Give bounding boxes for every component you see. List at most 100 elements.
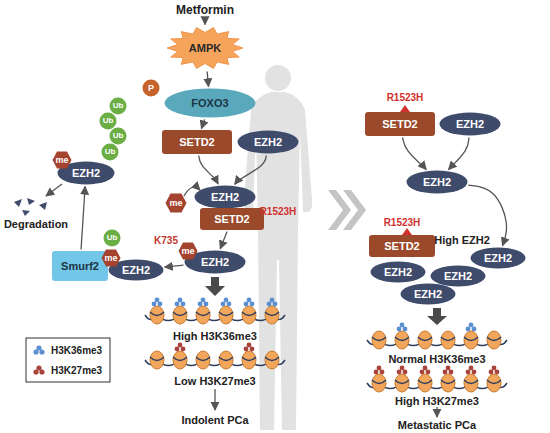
ubiquitin-circle-fill (104, 230, 121, 247)
node-text: Ub (107, 234, 118, 242)
protein-ellipse-fill (195, 186, 256, 209)
transcription-factor-fill (165, 89, 256, 118)
pathway-arrow (207, 71, 208, 86)
methyl-hexagon: me (101, 249, 121, 267)
protein-ellipse-fill (238, 131, 299, 154)
mutation-label: R1523H (387, 93, 424, 103)
state-label: High H3K36me3 (173, 331, 257, 342)
node-text: SETD2 (214, 214, 249, 225)
swatch-dot (39, 369, 44, 374)
methyl-hexagon: me (178, 242, 198, 260)
node-text-group: Ub (101, 143, 119, 161)
h3k27-mark (374, 366, 385, 375)
protein-ellipse-fill (371, 262, 426, 283)
node-text: me (55, 156, 68, 165)
chevron (343, 190, 366, 230)
ubiquitin-circle: Ub (101, 143, 119, 161)
chromatin-row (145, 306, 285, 324)
state-label: High H3K27me3 (395, 396, 479, 407)
node-text: EZH2 (414, 289, 442, 300)
node-text: Ub (105, 148, 116, 156)
pathway-arrow (199, 155, 218, 183)
node-text: EZH2 (456, 119, 484, 130)
protein-ellipse-fill (401, 284, 456, 305)
methyl-hexagon: me (52, 151, 72, 169)
h3k27-mark (443, 366, 454, 375)
h3k27-mark (175, 343, 186, 352)
node-text: EZH2 (384, 267, 412, 278)
protein-ellipse-fill (431, 266, 486, 287)
node-text-group: SETD2 (162, 130, 232, 154)
kinase-burst-fill (167, 28, 243, 69)
node-text-group: me (178, 242, 198, 260)
node-text-group: EZH2 (439, 112, 501, 136)
h3k36-mark (175, 298, 186, 307)
node-text: Ub (113, 132, 124, 140)
node-text: EZH2 (211, 192, 239, 203)
ubiquitin-circle-fill (110, 128, 127, 145)
ubiquitin-circle-fill (102, 144, 119, 161)
protein-box: SETD2 (369, 235, 435, 257)
ubiquitin-circle: Ub (99, 112, 117, 130)
outcome-arrow (436, 407, 437, 417)
protein-box: SETD2 (200, 208, 264, 230)
node-text-group: SETD2 (365, 112, 435, 136)
h3k36-mark (198, 298, 209, 307)
transcription-factor: FOXO3 (164, 88, 256, 118)
node-text: Metformin (176, 4, 234, 16)
node-text: SETD2 (382, 119, 417, 130)
node-text: EZH2 (254, 137, 282, 148)
protein-ellipse-fill (471, 248, 526, 269)
ubiquitin-circle-fill (110, 98, 127, 115)
h3k27-mark (466, 366, 477, 375)
pathway-arrow (220, 231, 227, 248)
node-text-group: Smurf2 (52, 251, 108, 281)
node-text-group: AMPK (166, 26, 244, 70)
h3k27-mark (397, 366, 408, 375)
pathway-arrow (201, 119, 204, 128)
state-label: Normal H3K36me3 (388, 354, 485, 365)
h3k36-mark (267, 298, 278, 307)
node-text-group: Ub (103, 229, 121, 247)
ubiquitin-circle: Ub (109, 127, 127, 145)
node-text: me (181, 247, 194, 256)
protein-ellipse: EZH2 (430, 265, 486, 287)
node-text: me (169, 199, 182, 208)
protein-ellipse: EZH2 (194, 185, 256, 209)
h3k36-mark (152, 298, 163, 307)
kinase-burst: AMPK (166, 26, 244, 70)
node-text-group: EZH2 (194, 185, 256, 209)
pathway-arrow (81, 186, 85, 249)
pathway-arrow (235, 155, 267, 184)
legend-swatch (32, 364, 46, 376)
pathway-arrow (165, 265, 184, 267)
protein-ellipse: EZH2 (370, 261, 426, 283)
node-text-group: P (142, 79, 160, 97)
node-text-group: FOXO3 (164, 88, 256, 118)
legend-text: H3K27me3 (51, 365, 102, 376)
node-text-group: Ub (99, 112, 117, 130)
pathway-arrow (468, 185, 506, 245)
ubiquitin-circle: Ub (109, 97, 127, 115)
h3k36-mark (244, 298, 255, 307)
h3k27-mark (489, 366, 500, 375)
protein-ellipse: EZH2 (406, 170, 468, 194)
mutation-marker (400, 105, 410, 112)
ubiquitin-circle-fill (100, 113, 117, 130)
node-text: EZH2 (72, 168, 100, 179)
h3k36-mark (397, 323, 408, 332)
protein-ellipse-fill (440, 113, 501, 136)
methyl-hexagon: me (165, 193, 187, 213)
node-text-group: EZH2 (370, 261, 426, 283)
node-text: SETD2 (179, 137, 214, 148)
node-text: Smurf2 (61, 261, 99, 272)
protein-ellipse: EZH2 (400, 283, 456, 305)
methyl-hexagon-fill (179, 243, 198, 260)
protein-box-fill (200, 208, 264, 230)
fragment (22, 210, 30, 216)
fragment (39, 202, 47, 210)
process-label: Degradation (4, 219, 68, 230)
chromatin-row (145, 351, 285, 369)
pathway-arrow (449, 137, 469, 169)
